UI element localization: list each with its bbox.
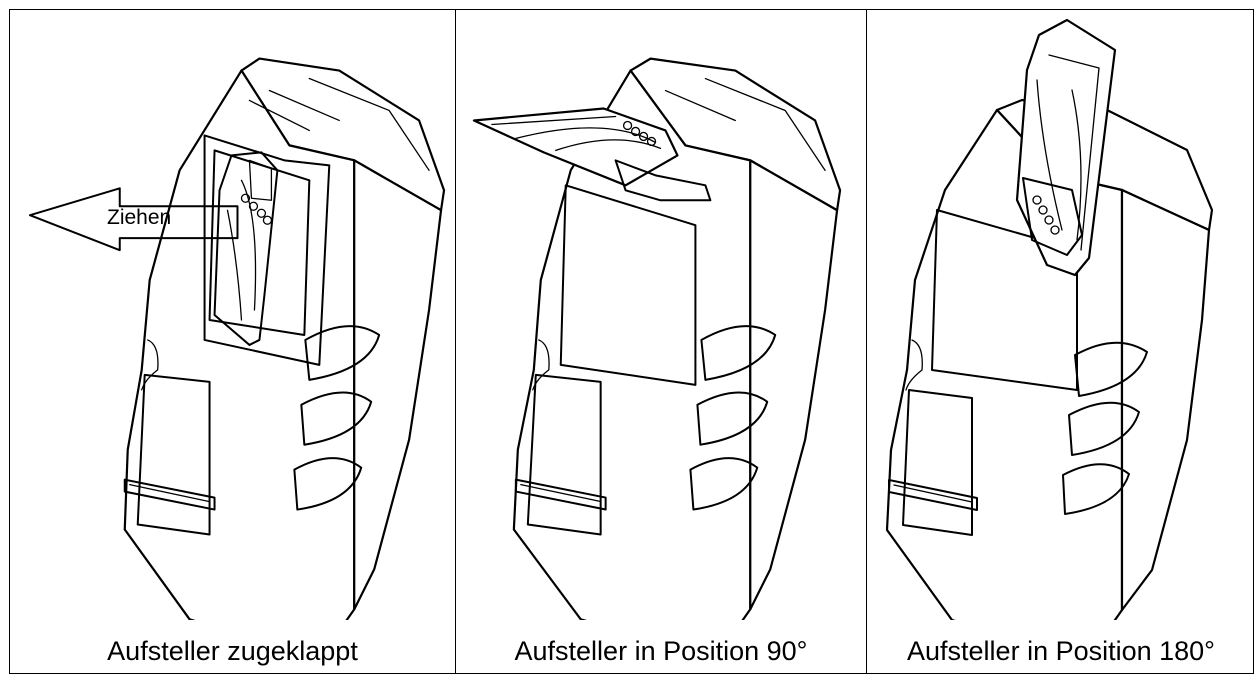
stand-folded (213, 151, 279, 346)
device-illustration-folded (28, 57, 446, 620)
panel-180-degrees: Aufsteller in Position 180° (867, 10, 1255, 673)
panel-folded: Ziehen Aufsteller zugeklappt (10, 10, 456, 673)
stand-open-180 (1015, 18, 1117, 277)
screen-window (902, 389, 973, 536)
bottom-connector (123, 478, 216, 511)
panel-caption-180: Aufsteller in Position 180° (907, 636, 1215, 666)
grip-bumps (1062, 341, 1148, 515)
stand-open-90 (472, 107, 712, 202)
device-body (123, 57, 446, 620)
panel-grid: Ziehen Aufsteller zugeklappt (9, 9, 1254, 674)
panel-caption-90: Aufsteller in Position 90° (514, 636, 808, 666)
bottom-connector (888, 479, 978, 511)
pull-arrow-label: Ziehen (107, 206, 172, 229)
bottom-connector (514, 478, 607, 511)
screen-window (136, 373, 211, 536)
grip-bumps (689, 325, 777, 511)
grip-bumps (293, 325, 381, 511)
pull-arrow (28, 187, 239, 252)
device-illustration-180 (885, 18, 1214, 620)
device-illustration-90 (472, 57, 842, 620)
screen-window (526, 373, 602, 536)
panel-90-degrees: Aufsteller in Position 90° (456, 10, 867, 673)
panel-caption-folded: Aufsteller zugeklappt (107, 636, 358, 666)
